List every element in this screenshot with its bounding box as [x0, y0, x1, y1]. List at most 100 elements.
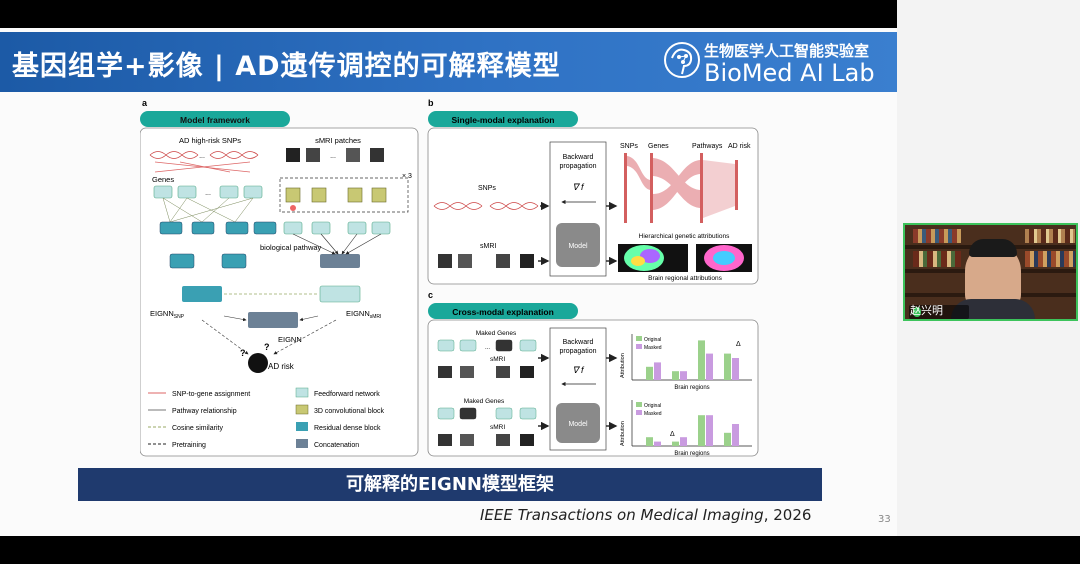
highlight-dot	[290, 205, 296, 211]
pathway-nodes-1	[159, 221, 277, 235]
bar-masked-2	[706, 353, 713, 380]
bar-masked-3	[732, 358, 739, 380]
svg-text:Original: Original	[644, 403, 661, 409]
svg-text:∇ f: ∇ f	[572, 182, 585, 192]
bar-masked-1	[680, 437, 687, 446]
attribution-chart-1: Attribution Brain regions Original Maske…	[620, 334, 752, 391]
speaker-video-thumbnail[interactable]	[903, 223, 1078, 321]
bar-original-3	[724, 432, 731, 446]
eignn-concat-block	[248, 312, 298, 328]
bar-original-1	[672, 441, 679, 446]
speaker-shirt	[951, 299, 1035, 319]
bar-original-2	[698, 415, 705, 446]
panel-b-letter: b	[428, 98, 434, 108]
svg-text:propagation: propagation	[560, 163, 597, 170]
svg-text:Backward: Backward	[563, 339, 594, 346]
pretraining-arrows	[201, 319, 337, 355]
panel-c-letter: c	[428, 290, 433, 300]
genes-label: Genes	[152, 175, 174, 184]
panel-c-title-pill	[428, 303, 578, 319]
hierarchical-label: Hierarchical genetic attributions	[639, 233, 730, 240]
eignn-framework-figure: a Model framework AD high-risk SNPs sMRI…	[140, 98, 759, 457]
svg-text:AD risk: AD risk	[728, 143, 751, 150]
snps-label: AD high-risk SNPs	[179, 136, 241, 145]
panel-a-letter: a	[142, 98, 148, 108]
svg-text:Maked Genes: Maked Genes	[464, 398, 505, 405]
bar-original-1	[672, 371, 679, 380]
svg-text:Pretraining: Pretraining	[172, 442, 206, 449]
biological-pathway-label: biological pathway	[260, 243, 322, 252]
bar-masked-1	[680, 371, 687, 380]
svg-text:SNPs: SNPs	[620, 143, 638, 150]
bottom-black-bar	[0, 536, 1080, 564]
svg-text:sMRI: sMRI	[490, 424, 505, 431]
lab-name-chinese: 生物医学人工智能实验室	[704, 42, 870, 60]
pathway-links	[162, 197, 254, 223]
svg-text:Model: Model	[568, 421, 588, 428]
eignn-snp-block	[182, 286, 222, 302]
bar-masked-0	[654, 362, 661, 380]
bar-original-0	[646, 366, 653, 380]
gene-nodes	[153, 185, 263, 199]
snp-dots: ...	[199, 153, 205, 160]
snp-gene-links	[154, 161, 251, 173]
conv-dashed-box	[279, 177, 409, 213]
times3-label: × 3	[402, 173, 412, 180]
svg-text:Cosine similarity: Cosine similarity	[172, 425, 223, 432]
citation-year: , 2026	[763, 506, 812, 524]
lab-name-english: BioMed AI Lab	[704, 59, 875, 87]
bar-original-3	[724, 353, 731, 380]
mic-active-icon	[913, 307, 921, 317]
svg-text:Masked: Masked	[644, 345, 662, 351]
panel-b-snps: SNPs	[478, 185, 496, 192]
svg-text:SNP-to-gene assignment: SNP-to-gene assignment	[172, 391, 250, 398]
panel-b-dna-icon	[433, 202, 539, 210]
head-question-icon: ? ?	[240, 342, 270, 373]
svg-text:Δ: Δ	[670, 431, 675, 438]
conv-blocks	[285, 187, 387, 203]
panel-a-legend: SNP-to-gene assignment Pathway relations…	[148, 387, 385, 449]
speaker-hair	[969, 239, 1017, 257]
caption-bar: 可解释的EIGNN模型框架	[78, 468, 822, 501]
presentation-slide: 基因组学+影像 | AD遗传调控的可解释模型 生物医学人工智能实验室 BioMe…	[0, 28, 897, 536]
slide-title: 基因组学+影像 | AD遗传调控的可解释模型	[12, 51, 561, 82]
smri-row-1	[438, 366, 534, 378]
panel-c-model-block	[556, 403, 600, 443]
masked-genes-row-2	[437, 407, 537, 420]
svg-text:Maked Genes: Maked Genes	[476, 330, 517, 337]
panel-b-title: Single-modal explanation	[452, 115, 555, 125]
eignn-label: EIGNN	[278, 335, 302, 344]
svg-text:Concatenation: Concatenation	[314, 442, 359, 449]
ad-risk-label: AD risk	[268, 362, 295, 371]
svg-text:Original: Original	[644, 337, 661, 343]
brain-regional-label: Brain regional attributions	[648, 275, 722, 282]
svg-text:...: ...	[485, 345, 490, 351]
panel-b-smri-patches	[438, 254, 534, 268]
smri-row-2	[438, 434, 534, 446]
panel-a-title: Model framework	[180, 115, 250, 125]
speaker-name: 赵兴明	[910, 304, 943, 317]
svg-text:Model: Model	[568, 243, 588, 250]
bar-masked-0	[654, 441, 661, 446]
svg-text:∇ f: ∇ f	[572, 365, 585, 375]
masked-genes-row-1	[437, 339, 537, 352]
svg-text:Attribution: Attribution	[620, 353, 626, 378]
citation: IEEE Transactions on Medical Imaging, 20…	[480, 506, 811, 524]
slide-header: 基因组学+影像 | AD遗传调控的可解释模型 生物医学人工智能实验室 BioMe…	[0, 32, 897, 92]
smri-ff-nodes	[283, 221, 391, 235]
dna-icon	[149, 151, 259, 159]
svg-text:Attribution: Attribution	[620, 421, 626, 446]
citation-journal: IEEE Transactions on Medical Imaging	[480, 506, 764, 524]
svg-text:Residual dense block: Residual dense block	[314, 425, 381, 432]
smri-arrows	[292, 233, 382, 255]
svg-text:3D convolutional block: 3D convolutional block	[314, 408, 385, 415]
bar-original-2	[698, 340, 705, 380]
panel-b: b Single-modal explanation SNPs Backward…	[427, 98, 759, 285]
attribution-chart-2: Attribution Brain regions Original Maske…	[620, 400, 752, 457]
svg-text:Brain regions: Brain regions	[674, 451, 709, 457]
panel-c: c Cross-modal explanation Maked Genes ..…	[427, 290, 759, 457]
smri-patches-label: sMRI patches	[315, 136, 361, 145]
bar-original-0	[646, 437, 653, 446]
gene-dots: ...	[205, 190, 211, 197]
svg-text:?: ?	[264, 342, 270, 352]
